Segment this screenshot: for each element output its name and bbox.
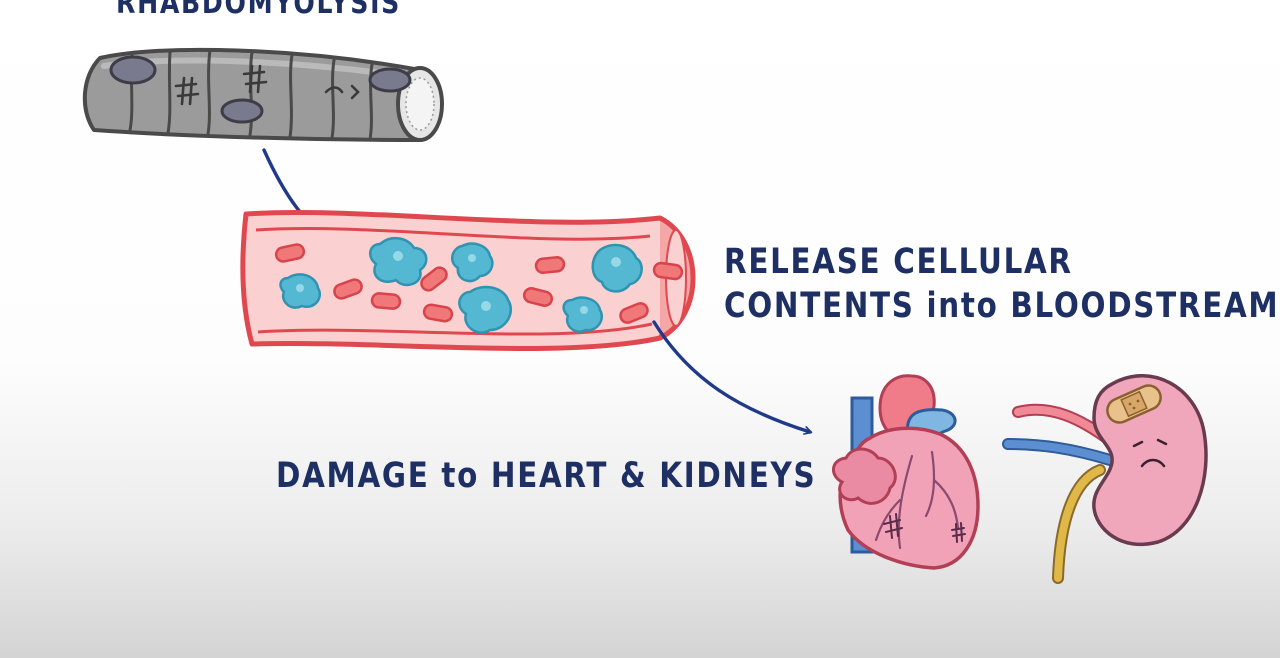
kidney-icon	[1002, 374, 1208, 584]
diagram-title: RHABDOMYOLYSIS	[116, 0, 401, 21]
release-cellular-contents-label: RELEASE CELLULAR CONTENTS into BLOODSTRE…	[724, 240, 1279, 328]
muscle-fiber-icon	[82, 47, 444, 142]
bandage-icon	[1106, 384, 1162, 424]
arrow-blood-to-organs	[652, 320, 810, 432]
blood-vessel-icon	[240, 209, 696, 352]
release-label-line-2: CONTENTS into BLOODSTREAM	[724, 286, 1280, 326]
damage-heart-kidneys-label: DAMAGE to HEART & KIDNEYS	[276, 456, 817, 496]
heart-icon	[832, 374, 980, 570]
sad-face-icon	[1132, 438, 1168, 468]
release-label-line-1: RELEASE CELLULAR	[724, 242, 1073, 282]
